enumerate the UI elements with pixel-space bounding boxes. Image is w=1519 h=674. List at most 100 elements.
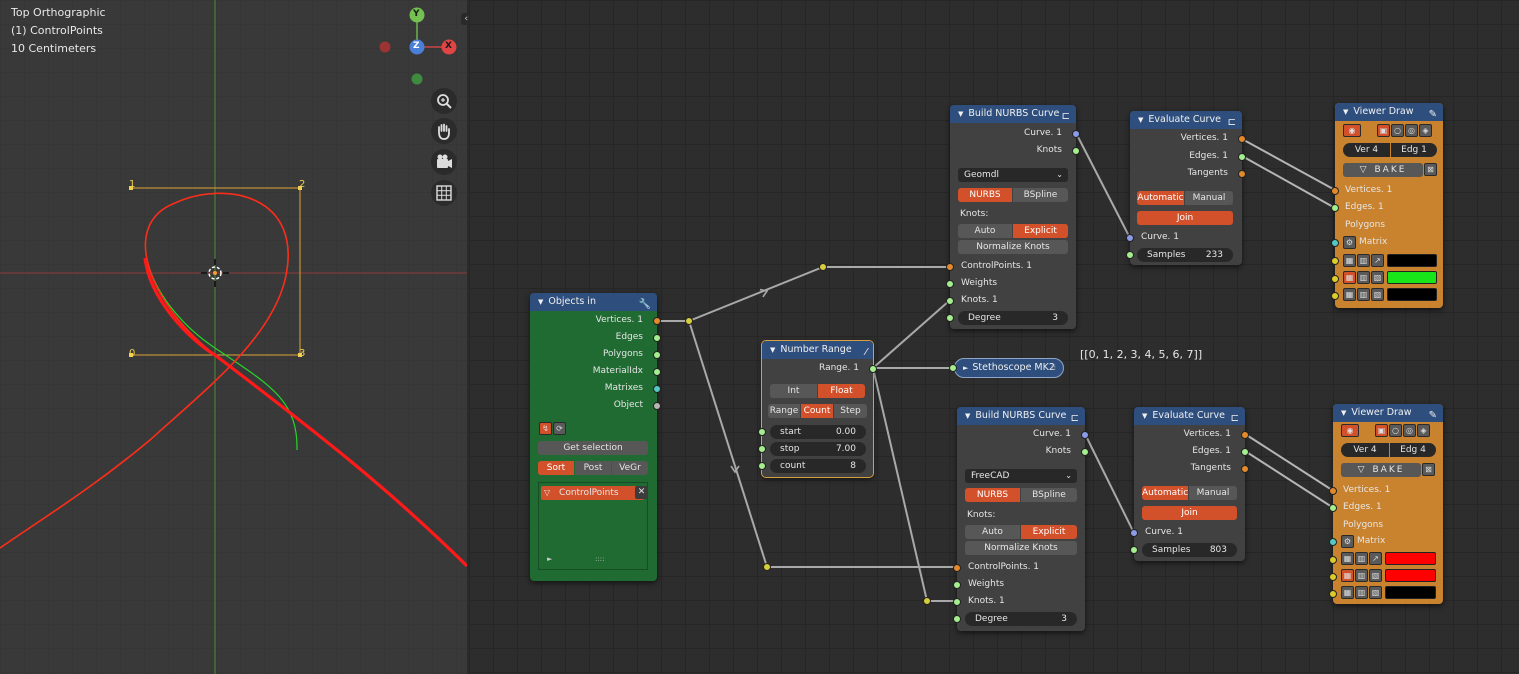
node-header[interactable]: ▼Viewer Draw✎ [1333, 404, 1443, 422]
bspline-button[interactable]: BSpline [1021, 488, 1077, 502]
input-socket[interactable] [1126, 234, 1134, 242]
input-socket[interactable] [953, 615, 961, 623]
drag-handle-icon[interactable]: :::: [595, 555, 605, 563]
input-socket[interactable] [1329, 573, 1337, 581]
join-button[interactable]: Join [1137, 211, 1233, 225]
bake-button[interactable]: ▽BAKE [1341, 463, 1421, 477]
display-mode-icon[interactable]: ▥ [1355, 569, 1368, 582]
input-socket[interactable] [1329, 487, 1337, 495]
automatic-button[interactable]: Automatic [1137, 191, 1184, 205]
expand-icon[interactable]: ► [547, 555, 553, 563]
face-style-icon[interactable]: ▧ [1369, 586, 1382, 599]
input-socket[interactable] [953, 581, 961, 589]
output-socket[interactable] [653, 317, 661, 325]
reroute-point[interactable] [819, 263, 827, 271]
build-nurbs-curve-node[interactable]: ▼Build NURBS Curve⊏ Curve. 1 Knots Geomd… [946, 105, 1080, 329]
implementation-dropdown[interactable]: Geomdl⌄ [958, 168, 1068, 182]
auto-knots-button[interactable]: Auto [958, 224, 1012, 238]
input-socket[interactable] [946, 280, 954, 288]
display-mode-icon[interactable]: ▥ [1355, 552, 1368, 565]
edge-color-swatch[interactable] [1385, 569, 1436, 582]
display-mode-icon[interactable]: ▥ [1357, 288, 1370, 301]
output-socket[interactable] [1072, 147, 1080, 155]
gizmo-x-label[interactable]: X [445, 41, 452, 51]
manual-button[interactable]: Manual [1185, 191, 1233, 205]
input-socket[interactable] [1130, 546, 1138, 554]
edge-display-icon[interactable]: ▦ [1343, 271, 1356, 284]
output-socket[interactable] [1238, 170, 1246, 178]
output-socket[interactable] [653, 385, 661, 393]
output-socket[interactable] [869, 365, 877, 373]
get-selection-button[interactable]: Get selection [538, 441, 648, 455]
node-header[interactable]: ▼Evaluate Curve⊏ [1130, 111, 1242, 129]
pin-icon[interactable]: ↯ [539, 422, 552, 435]
vertex-display-icon[interactable]: ▦ [1343, 254, 1356, 267]
viewer-draw-node[interactable]: ▼Viewer Draw✎ ◉ ▣ ○ ◎ ◈ Ver 4 Edg 4 ▽BAK… [1329, 404, 1443, 604]
output-socket[interactable] [1241, 431, 1249, 439]
vertex-toggle-icon[interactable]: ▣ [1377, 124, 1390, 137]
edge-width-field[interactable]: Edg 4 [1390, 443, 1436, 457]
drag-handle-icon[interactable]: ⁞⁞ [1050, 363, 1056, 372]
implementation-dropdown[interactable]: FreeCAD⌄ [965, 469, 1077, 483]
vertex-color-swatch[interactable] [1385, 552, 1436, 565]
nurbs-button[interactable]: NURBS [958, 188, 1012, 202]
explicit-knots-button[interactable]: Explicit [1021, 525, 1077, 539]
input-socket[interactable] [1331, 257, 1339, 265]
input-socket[interactable] [1331, 292, 1339, 300]
3d-viewport[interactable]: Top Orthographic (1) ControlPoints 10 Ce… [0, 0, 467, 674]
eye-icon[interactable]: ◉ [1343, 124, 1361, 137]
input-socket[interactable] [1331, 275, 1339, 283]
display-mode-icon[interactable]: ▥ [1355, 586, 1368, 599]
node-header[interactable]: ▼Objects in🔧 [530, 293, 657, 311]
normalize-knots-button[interactable]: Normalize Knots [965, 541, 1077, 555]
refresh-icon[interactable]: ⟳ [553, 422, 566, 435]
input-socket[interactable] [946, 297, 954, 305]
evaluate-curve-node[interactable]: ▼Evaluate Curve⊏ Vertices. 1 Edges. 1 Ta… [1130, 407, 1249, 561]
count-mode-button[interactable]: Count [801, 404, 833, 418]
join-button[interactable]: Join [1142, 506, 1237, 520]
edge-width-field[interactable]: Edg 1 [1391, 143, 1437, 157]
display-mode-icon[interactable]: ▥ [1357, 254, 1370, 267]
display-mode-icon[interactable]: ▥ [1357, 271, 1370, 284]
node-header[interactable]: ▼Build NURBS Curve⊏ [950, 105, 1076, 123]
face-toggle-icon[interactable]: ◎ [1405, 124, 1418, 137]
ortho-toggle-button[interactable] [431, 180, 457, 206]
viewer-draw-node[interactable]: ▼Viewer Draw✎ ◉ ▣ ○ ◎ ◈ Ver 4 Edg 1 ▽BAK… [1331, 103, 1443, 308]
node-header[interactable]: ▼Evaluate Curve⊏ [1134, 407, 1245, 425]
output-socket[interactable] [1072, 130, 1080, 138]
vertex-size-field[interactable]: Ver 4 [1341, 443, 1389, 457]
output-socket[interactable] [653, 351, 661, 359]
output-socket[interactable] [1241, 465, 1249, 473]
bake-button[interactable]: ▽BAKE [1343, 163, 1423, 177]
camera-view-button[interactable] [431, 149, 457, 175]
input-socket[interactable] [949, 364, 957, 372]
edge-style-icon[interactable]: ▧ [1369, 569, 1382, 582]
node-editor[interactable]: ▼Objects in🔧 Vertices. 1 Edges Polygons … [469, 0, 1519, 674]
output-socket[interactable] [653, 402, 661, 410]
auto-knots-button[interactable]: Auto [965, 525, 1020, 539]
input-socket[interactable] [758, 428, 766, 436]
node-header[interactable]: ▼Number Range⁄ [762, 341, 873, 359]
list-item[interactable]: ▽ ControlPoints [541, 486, 644, 500]
node-header[interactable]: ▼Viewer Draw✎ [1335, 103, 1443, 121]
face-toggle-icon[interactable]: ◎ [1403, 424, 1416, 437]
vertex-display-icon[interactable]: ▦ [1341, 552, 1354, 565]
node-header[interactable]: ▼Build NURBS Curve⊏ [957, 407, 1085, 425]
zoom-button[interactable] [431, 88, 457, 114]
gradient-icon[interactable]: ↗ [1369, 552, 1382, 565]
number-range-node[interactable]: ▼Number Range⁄ Range. 1 Int Float Range … [758, 340, 877, 478]
gizmo-z-label[interactable]: Z [413, 41, 420, 51]
bake-options-icon[interactable]: ⊠ [1424, 163, 1437, 176]
output-socket[interactable] [1238, 153, 1246, 161]
manual-button[interactable]: Manual [1189, 486, 1237, 500]
pan-button[interactable] [431, 118, 457, 144]
vertex-size-field[interactable]: Ver 4 [1343, 143, 1390, 157]
post-button[interactable]: Post [575, 461, 611, 475]
vertex-toggle-icon[interactable]: ▣ [1375, 424, 1388, 437]
reroute-point[interactable] [685, 317, 693, 325]
input-socket[interactable] [1331, 239, 1339, 247]
